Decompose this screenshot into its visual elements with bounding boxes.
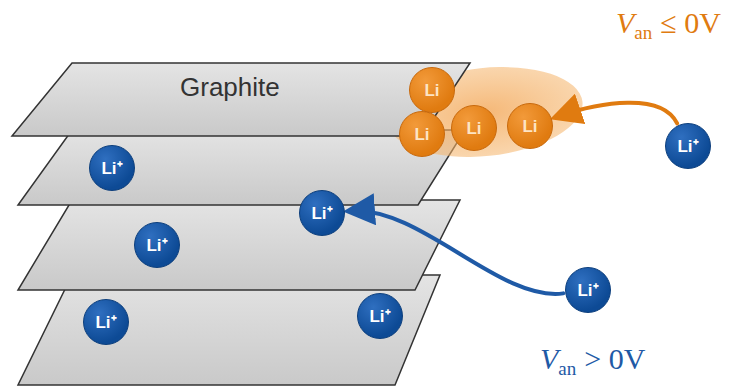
voltage-condition: Van≤ 0V bbox=[616, 8, 721, 38]
voltage-subscript: an bbox=[634, 23, 652, 42]
atom-label: Li bbox=[424, 82, 439, 99]
lithium-ion: Li⁺ bbox=[357, 293, 403, 339]
lithium-ion: Li⁺ bbox=[565, 267, 611, 313]
lithium-atom: Li bbox=[507, 103, 553, 149]
lithium-atom: Li bbox=[399, 111, 445, 157]
lithium-ion: Li⁺ bbox=[299, 190, 345, 236]
voltage-symbol: V bbox=[616, 8, 634, 38]
lithium-plating-halo bbox=[383, 58, 587, 166]
lithium-atom: Li bbox=[451, 105, 497, 151]
atom-label: Li⁺ bbox=[369, 308, 390, 325]
lithium-ion: Li⁺ bbox=[89, 145, 135, 191]
atom-label: Li⁺ bbox=[577, 282, 598, 299]
lithium-atom: Li bbox=[409, 67, 455, 113]
atom-label: Li⁺ bbox=[95, 314, 116, 331]
sheet-label: Graphite bbox=[180, 72, 280, 103]
atom-label: Li⁺ bbox=[677, 138, 698, 155]
atom-label: Li⁺ bbox=[311, 205, 332, 222]
migration-arrow bbox=[557, 103, 677, 124]
voltage-condition: Van> 0V bbox=[540, 344, 645, 374]
atom-label: Li bbox=[522, 118, 537, 135]
lithium-ion: Li⁺ bbox=[134, 222, 180, 268]
voltage-subscript: an bbox=[558, 359, 576, 378]
graphite-sheet bbox=[18, 275, 440, 385]
graphite-sheet bbox=[18, 130, 465, 205]
lithium-ion: Li⁺ bbox=[665, 123, 711, 169]
lithium-ion: Li⁺ bbox=[83, 299, 129, 345]
atom-label: Li bbox=[466, 120, 481, 137]
graphite-sheet bbox=[18, 200, 460, 290]
atom-label: Li bbox=[414, 126, 429, 143]
voltage-condition-value: > 0V bbox=[584, 344, 645, 374]
voltage-condition-value: ≤ 0V bbox=[660, 8, 721, 38]
atom-label: Li⁺ bbox=[101, 160, 122, 177]
migration-arrow bbox=[351, 211, 563, 294]
atom-label: Li⁺ bbox=[146, 237, 167, 254]
voltage-symbol: V bbox=[540, 344, 558, 374]
